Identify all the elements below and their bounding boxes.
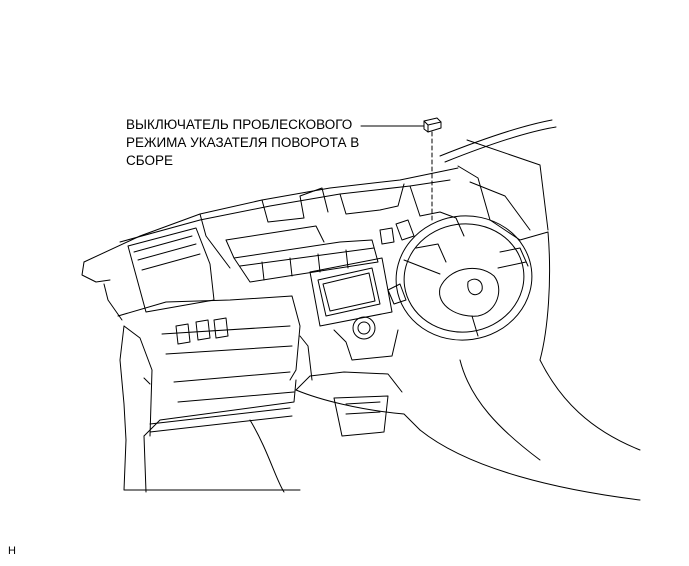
center-air-vent [225, 225, 379, 283]
left-air-vent [127, 227, 215, 313]
steering-wheel [395, 215, 533, 341]
navigation-display [309, 257, 393, 327]
callout-line-1: ВЫКЛЮЧАТЕЛЬ ПРОБЛЕСКОВОГО [126, 117, 353, 132]
left-side-panel [103, 283, 153, 441]
part-callout-label: ВЫКЛЮЧАТЕЛЬ ПРОБЛЕСКОВОГО РЕЖИМА УКАЗАТЕ… [126, 116, 376, 170]
leader-line [360, 125, 433, 221]
door-pillar [439, 119, 557, 361]
dashboard-top [81, 167, 459, 283]
instrument-cluster [379, 211, 465, 305]
callout-line-3: СБОРЕ [126, 153, 173, 168]
glove-box [117, 295, 301, 437]
floor-lines [123, 359, 641, 501]
flasher-switch-icon [423, 117, 442, 133]
figure-code: H [8, 545, 16, 557]
callout-line-2: РЕЖИМА УКАЗАТЕЛЯ ПОВОРОТА В [126, 135, 360, 150]
center-console [295, 316, 421, 437]
